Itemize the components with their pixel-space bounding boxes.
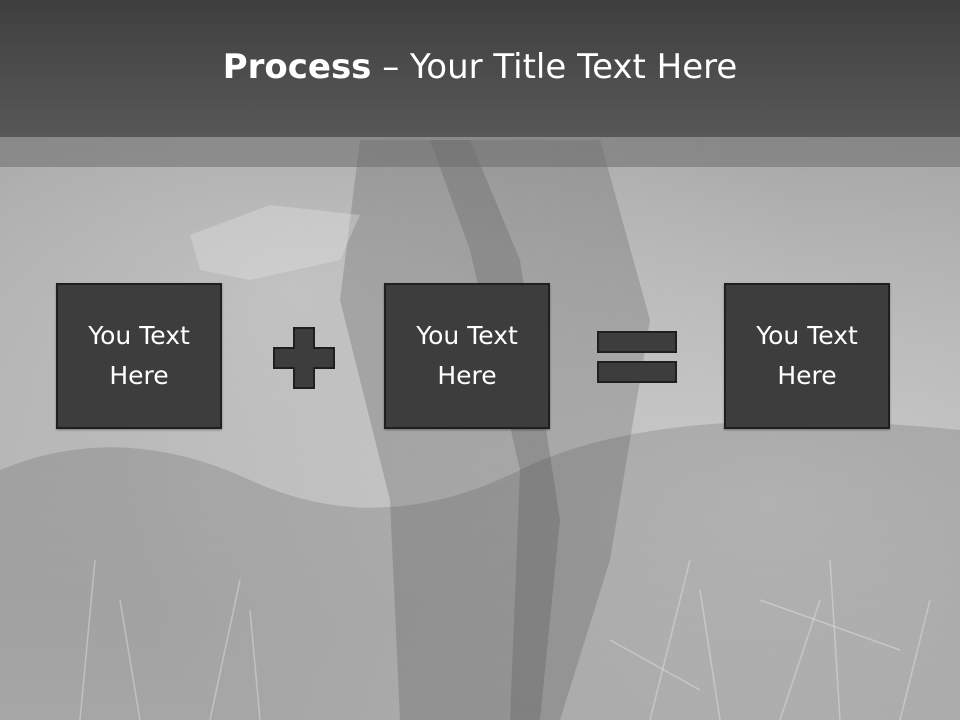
background-grass-shape [0,421,960,720]
text-box-1-label: You Text Here [88,321,190,390]
text-box-2[interactable]: You Text Here [384,283,550,429]
text-box-3-label: You Text Here [756,321,858,390]
title-bar: Process – Your Title Text Here [0,0,960,137]
background-object-shape [190,205,360,280]
plus-icon [273,327,335,389]
title-bold-text: Process [222,46,372,87]
title-strip [0,137,960,167]
title-rest-text: – Your Title Text Here [371,46,738,87]
background-grass-strokes [79,559,931,720]
text-box-1[interactable]: You Text Here [56,283,222,429]
text-box-3[interactable]: You Text Here [724,283,890,429]
slide-title: Process – Your Title Text Here [223,47,738,87]
equals-icon [597,331,677,383]
text-box-2-label: You Text Here [416,321,518,390]
